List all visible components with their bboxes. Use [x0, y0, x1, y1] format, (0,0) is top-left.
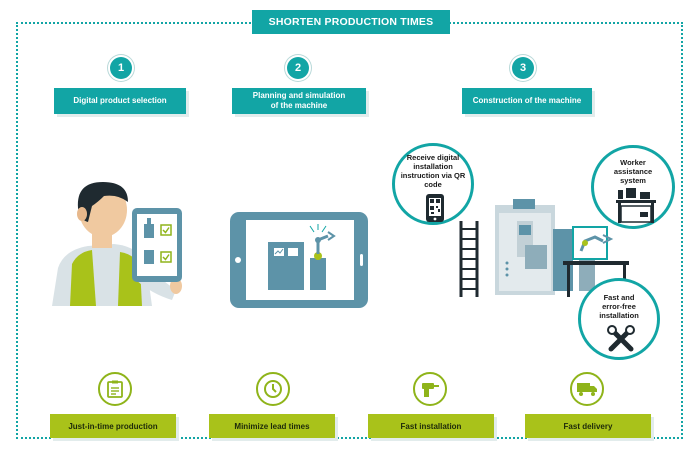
workstation-icon [616, 188, 656, 223]
qr-bubble-text: Receive digital installation instruction… [400, 153, 466, 189]
benefit-just-in-time: Just-in-time production [50, 414, 176, 438]
clipboard-glyph [107, 380, 123, 398]
clock-glyph [264, 380, 282, 398]
simulation-tablet-illustration [230, 212, 368, 308]
fast-installation-bubble: Fast and error-free installation [578, 278, 660, 360]
step-1-number: 1 [110, 57, 132, 79]
worker-assistance-bubble: Worker assistance system [591, 145, 675, 229]
page-title: SHORTEN PRODUCTION TIMES [252, 10, 450, 34]
step-1-label: Digital product selection [54, 88, 186, 114]
fast-bubble-text: Fast and error-free installation [599, 293, 639, 320]
benefit-fast-delivery: Fast delivery [525, 414, 651, 438]
clock-icon [256, 372, 290, 406]
step-3-number: 3 [512, 57, 534, 79]
phone-qr-icon [426, 194, 444, 222]
drill-glyph [422, 383, 439, 397]
tools-icon [607, 325, 635, 352]
step-2-number: 2 [287, 57, 309, 79]
worker-with-tablet-illustration [52, 182, 182, 306]
clipboard-icon [98, 372, 132, 406]
step-2-label: Planning and simulation of the machine [232, 88, 366, 114]
drill-icon [413, 372, 447, 406]
benefit-minimize-lead-times: Minimize lead times [209, 414, 335, 438]
qr-code-bubble: Receive digital installation instruction… [392, 143, 474, 225]
truck-glyph [577, 383, 597, 396]
benefit-fast-installation: Fast installation [368, 414, 494, 438]
truck-icon [570, 372, 604, 406]
worker-bubble-text: Worker assistance system [613, 158, 653, 185]
step-3-label: Construction of the machine [462, 88, 592, 114]
machine-construction-illustration [459, 199, 629, 297]
